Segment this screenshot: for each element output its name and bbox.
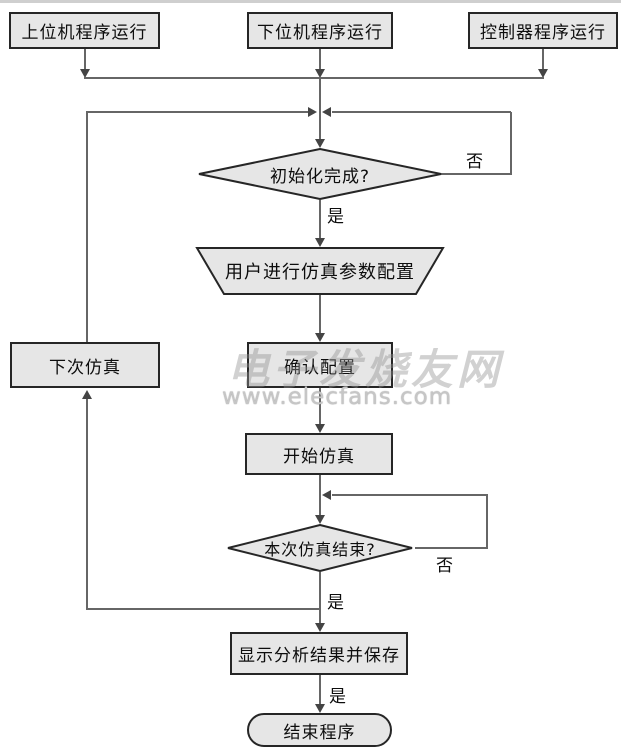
node-next-sim: 下次仿真 [10, 342, 160, 388]
node-start-sim-label: 开始仿真 [283, 446, 355, 467]
node-param-config-label: 用户进行仿真参数配置 [225, 262, 415, 283]
node-end-program-label: 结束程序 [283, 722, 356, 743]
connector-start-to-simend [319, 475, 321, 517]
arrowhead-host-down [80, 69, 90, 78]
node-controller-program: 控制器程序运行 [468, 12, 618, 49]
connector-merge-to-decision [319, 77, 321, 141]
node-start-sim: 开始仿真 [245, 433, 393, 475]
node-show-save-results: 显示分析结果并保存 [230, 632, 408, 675]
node-sim-end-check: 本次仿真结束? [225, 524, 415, 572]
connector-init-no-vertical [510, 112, 512, 174]
connector-simend-no-horizontal [415, 547, 488, 549]
arrowhead-into-param-config [315, 238, 325, 247]
connector-nextsim-branch-vertical [86, 392, 88, 609]
node-sim-end-check-label: 本次仿真结束? [264, 540, 376, 559]
node-controller-program-label: 控制器程序运行 [480, 23, 606, 43]
connector-init-no-horizontal [440, 173, 512, 175]
connector-simend-no-top [332, 494, 488, 496]
arrowhead-into-start-sim [315, 424, 325, 433]
label-init-yes: 是 [327, 207, 344, 227]
connector-simend-yes [319, 572, 321, 624]
node-init-check-label: 初始化完成? [269, 166, 371, 187]
connector-lower-down [319, 49, 321, 75]
arrowhead-return-right [322, 107, 331, 117]
node-next-sim-label: 下次仿真 [49, 357, 121, 378]
arrowhead-into-confirm [315, 333, 325, 342]
node-confirm-config-label: 确认配置 [284, 357, 356, 378]
node-lower-program-label: 下位机程序运行 [257, 23, 383, 43]
trapezoid-shape-param [195, 247, 445, 295]
connector-merge-horizontal [84, 77, 544, 79]
arrowhead-into-show-results [315, 623, 325, 632]
node-init-check: 初始化完成? [196, 148, 444, 200]
arrowhead-into-end-program [315, 704, 325, 713]
arrowhead-simend-no [322, 490, 331, 500]
connector-param-to-confirm [319, 295, 321, 335]
node-confirm-config: 确认配置 [247, 342, 393, 388]
label-init-no: 否 [466, 152, 483, 172]
diamond-shape-simend [227, 524, 413, 572]
arrowhead-into-next-sim [82, 390, 92, 399]
label-simend-no: 否 [436, 556, 453, 576]
node-host-program: 上位机程序运行 [9, 12, 160, 49]
arrowhead-into-init-check [315, 139, 325, 148]
top-border-strip [0, 0, 621, 3]
node-host-program-label: 上位机程序运行 [21, 23, 148, 43]
connector-return-right [332, 111, 511, 113]
node-param-config: 用户进行仿真参数配置 [195, 247, 445, 295]
connector-simend-no-vertical [486, 495, 488, 548]
node-end-program: 结束程序 [247, 713, 392, 747]
connector-return-left [86, 111, 308, 113]
label-simend-yes: 是 [327, 593, 344, 613]
arrowhead-controller-down [538, 69, 548, 78]
arrowhead-return-left [308, 107, 317, 117]
arrowhead-into-sim-end-check [315, 515, 325, 524]
node-lower-program: 下位机程序运行 [247, 12, 393, 49]
connector-init-yes [319, 200, 321, 240]
label-save-yes: 是 [329, 687, 346, 707]
arrowhead-lower-down [315, 69, 325, 78]
diamond-shape-init [198, 148, 442, 200]
connector-nextsim-up [86, 112, 88, 342]
connector-branch-to-nextsim [86, 608, 321, 610]
connector-results-to-end [319, 675, 321, 706]
connector-host-down [84, 49, 86, 75]
node-show-save-results-label: 显示分析结果并保存 [238, 646, 400, 666]
connector-controller-down [542, 49, 544, 75]
connector-confirm-to-start [319, 388, 321, 426]
